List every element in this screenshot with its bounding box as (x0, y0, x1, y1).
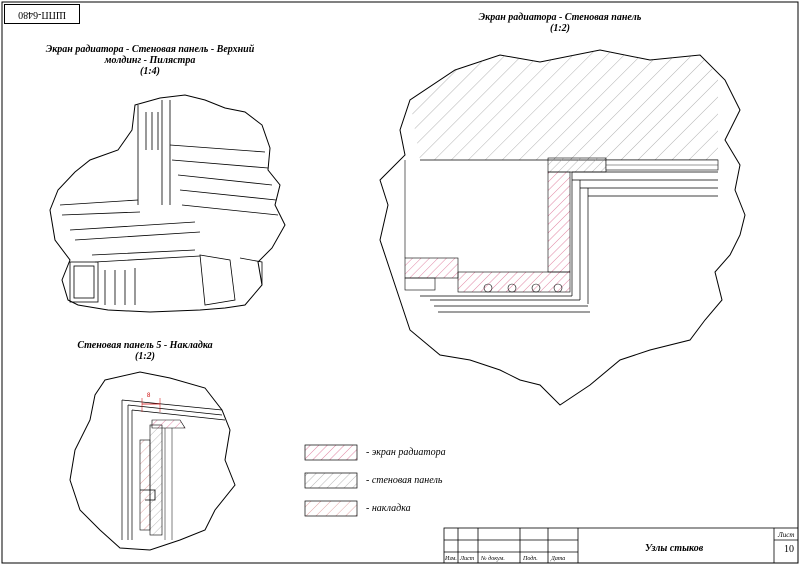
legend-label-overlay: - накладка (366, 503, 411, 514)
view-title-line: молдинг - Пилястра (104, 55, 196, 66)
legend-swatch-panel (304, 472, 358, 489)
section-detail-view (379, 49, 746, 406)
view-title-line: Экран радиатора - Стеновая панель - Верх… (45, 44, 255, 55)
overlay-detail-view (69, 371, 236, 551)
tb-col-doc: № докум. (481, 556, 505, 562)
legend-label-radiator: - экран радиатора (366, 447, 446, 458)
view-title-line: (1:4) (140, 66, 160, 77)
view-title-overlay: Стеновая панель 5 - Накладка (1:2) (60, 340, 230, 362)
sheet-number: 10 (784, 544, 794, 555)
tb-col-change: Изм. (445, 556, 457, 562)
isometric-detail-view (49, 94, 286, 313)
tb-col-date: Дата (551, 556, 566, 562)
drawing-code: ШПП-6480 (4, 4, 80, 24)
tb-col-sheet: Лист (460, 556, 475, 562)
view-title-line: Экран радиатора - Стеновая панель (478, 12, 642, 23)
view-title-isometric: Экран радиатора - Стеновая панель - Верх… (40, 44, 260, 77)
view-title-section: Экран радиатора - Стеновая панель (1:2) (440, 12, 680, 34)
sheet-label: Лист (778, 531, 795, 539)
legend-label-panel: - стеновая панель (366, 475, 443, 486)
view-title-line: Стеновая панель 5 - Накладка (77, 340, 213, 351)
tb-col-sign: Подп. (523, 556, 538, 562)
view-title-line: (1:2) (135, 351, 155, 362)
legend-swatch-radiator (304, 444, 358, 461)
drawing-name: Узлы стыков (645, 543, 704, 554)
view-title-line: (1:2) (550, 23, 570, 34)
title-block (443, 527, 799, 564)
legend-swatch-overlay (304, 500, 358, 517)
dimension-label: 8 (147, 393, 151, 399)
